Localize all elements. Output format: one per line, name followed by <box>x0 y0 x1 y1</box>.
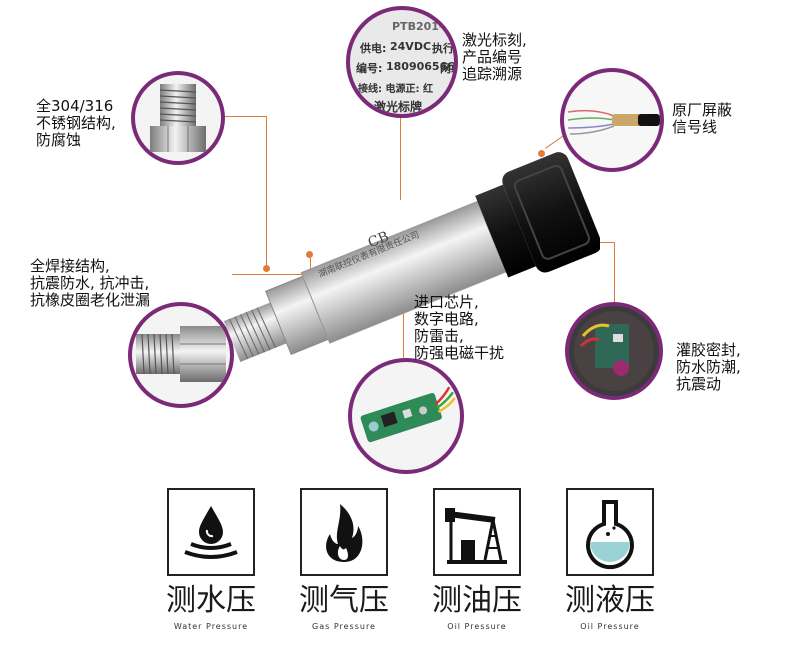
nameplate-wiring: 接线: 电源正: 红 <box>358 84 433 95</box>
callout-chip-line-3: 防雷击, <box>414 327 464 345</box>
nameplate-laser-plate: 激光标牌 <box>374 100 423 114</box>
leader-line-material <box>214 116 266 117</box>
callout-weld-line-2: 抗震防水, 抗冲击, <box>30 274 150 292</box>
shielded-cable-image <box>567 109 660 135</box>
nameplate-serial: 180906566 <box>386 60 455 73</box>
callout-cable: 原厂屏蔽 信号线 <box>672 102 732 136</box>
nameplate-site: 网站 <box>440 62 454 75</box>
callout-chip-line-1: 进口芯片, <box>414 293 479 311</box>
water-drop-icon <box>167 488 255 576</box>
nameplate-supply: 24VDC <box>390 40 432 53</box>
leader-dot-weld <box>306 251 313 258</box>
circuit-board-image <box>360 386 456 443</box>
use-gas-cn: 测气压 <box>299 583 389 618</box>
inset-potting-seal <box>565 302 663 400</box>
use-oil-cn: 测油压 <box>432 583 522 618</box>
inset-cable <box>560 68 664 172</box>
callout-chip-line-4: 防强电磁干扰 <box>414 344 505 362</box>
transmitter-image <box>223 152 600 362</box>
callout-weld: 全焊接结构, 抗震防水, 抗冲击, 抗橡皮圈老化泄漏 <box>30 258 150 309</box>
fitting-top-image <box>131 71 225 165</box>
oil-pump-icon <box>433 488 521 576</box>
callout-laser: 激光标刻, 产品编号 追踪溯源 <box>462 32 527 83</box>
potting-seal-image <box>574 311 654 391</box>
callout-material-line-2: 不锈钢结构, <box>36 114 116 132</box>
use-oil-en: Oil Pressure <box>447 622 507 631</box>
callout-material: 全304/316 不锈钢结构, 防腐蚀 <box>36 98 116 149</box>
nameplate-model: PTB201-8 <box>392 20 452 33</box>
nameplate-exec: 执行 <box>432 42 454 55</box>
use-water-cn: 测水压 <box>166 583 256 618</box>
nameplate-supply-label: 供电: <box>360 42 387 55</box>
leader-line-material-v <box>266 116 267 268</box>
inset-fitting-bottom <box>128 302 234 408</box>
flask-icon <box>566 488 654 576</box>
leader-dot-cable <box>538 150 545 157</box>
leader-line-weld <box>232 274 310 275</box>
callout-laser-line-1: 激光标刻, <box>462 31 527 49</box>
fitting-bottom-image <box>136 326 226 382</box>
inset-fitting-top <box>130 70 226 166</box>
callout-chip-line-2: 数字电路, <box>414 310 479 328</box>
callout-material-line-1: 全304/316 <box>36 97 114 115</box>
leader-line-seal-v <box>614 242 615 308</box>
flame-icon <box>300 488 388 576</box>
use-water-en: Water Pressure <box>173 622 249 631</box>
callout-chip: 进口芯片, 数字电路, 防雷击, 防强电磁干扰 <box>414 294 504 362</box>
callout-seal: 灌胶密封, 防水防潮, 抗震动 <box>676 342 741 393</box>
callout-seal-line-1: 灌胶密封, <box>676 341 741 359</box>
callout-seal-line-2: 防水防潮, <box>676 358 741 376</box>
callout-weld-line-1: 全焊接结构, <box>30 257 110 275</box>
use-liquid-cn: 测液压 <box>565 583 655 618</box>
callout-laser-line-3: 追踪溯源 <box>462 65 523 83</box>
callout-material-line-3: 防腐蚀 <box>36 131 82 149</box>
inset-nameplate: PTB201-8 供电: 24VDC 执行 编号: 180906566 网站 接… <box>346 6 458 118</box>
callout-cable-line-1: 原厂屏蔽 <box>672 101 733 119</box>
callout-laser-line-2: 产品编号 <box>462 48 523 66</box>
leader-dot-material <box>263 265 270 272</box>
leader-line-weld-v <box>310 254 311 274</box>
callout-cable-line-2: 信号线 <box>672 118 718 136</box>
nameplate-serial-label: 编号: <box>356 62 383 75</box>
use-liquid-en: Oil Pressure <box>580 622 640 631</box>
callout-weld-line-3: 抗橡皮圈老化泄漏 <box>30 291 151 309</box>
use-gas-en: Gas Pressure <box>312 622 376 631</box>
leader-line-laser <box>400 100 401 200</box>
inset-circuit-board <box>348 358 464 474</box>
callout-seal-line-3: 抗震动 <box>676 375 722 393</box>
